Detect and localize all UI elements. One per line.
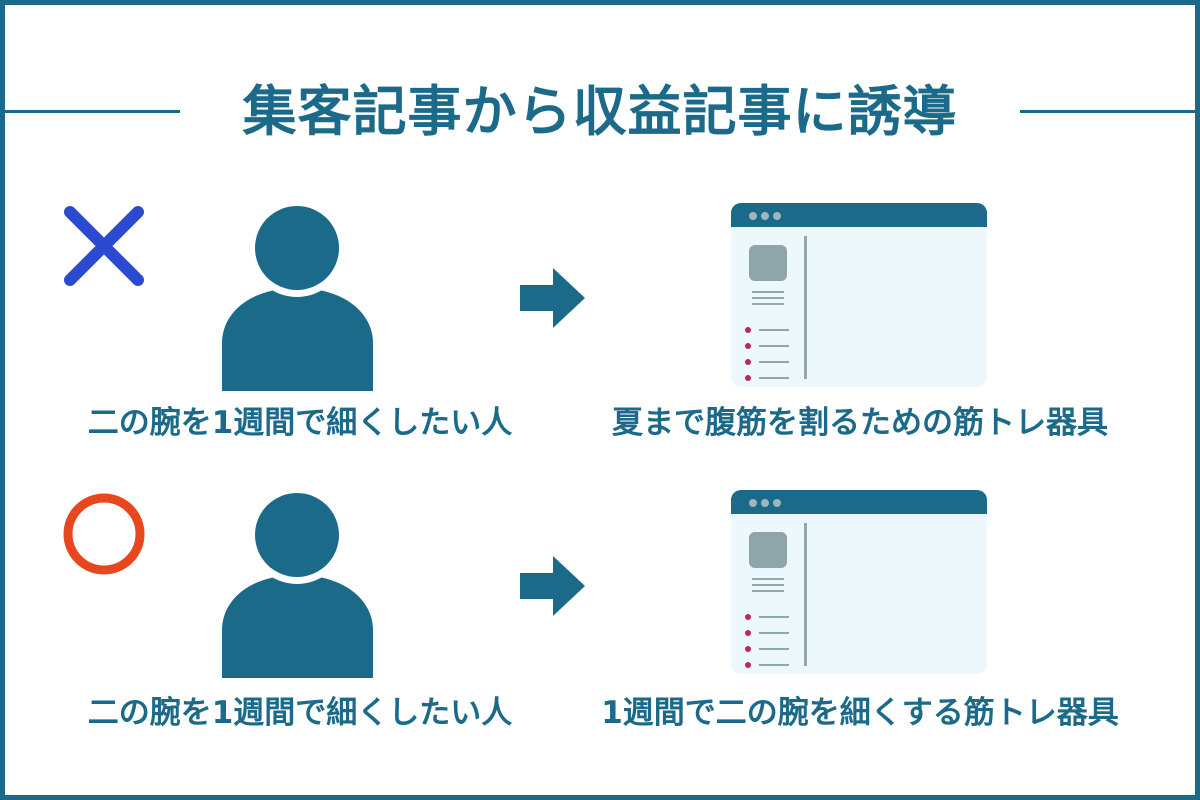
title-rule-left <box>5 110 180 113</box>
page-title: 集客記事から収益記事に誘導 <box>242 80 958 143</box>
person-label: 二の腕を1週間で細くしたい人 <box>87 695 513 731</box>
title-area: 集客記事から収益記事に誘導 <box>5 77 1195 147</box>
title-rule-right <box>1020 110 1195 113</box>
arrow-right-icon <box>520 268 585 328</box>
target-label: 夏まで腹筋を割るための筋トレ器具 <box>612 405 1108 441</box>
article-page-icon <box>731 490 987 674</box>
article-page-icon <box>731 203 987 387</box>
person-icon <box>220 203 375 393</box>
target-label: 1週間で二の腕を細くする筋トレ器具 <box>601 695 1119 731</box>
circle-icon <box>58 488 150 580</box>
person-label: 二の腕を1週間で細くしたい人 <box>87 405 513 441</box>
person-icon <box>220 490 375 680</box>
cross-icon <box>58 200 150 292</box>
arrow-right-icon <box>520 556 585 616</box>
